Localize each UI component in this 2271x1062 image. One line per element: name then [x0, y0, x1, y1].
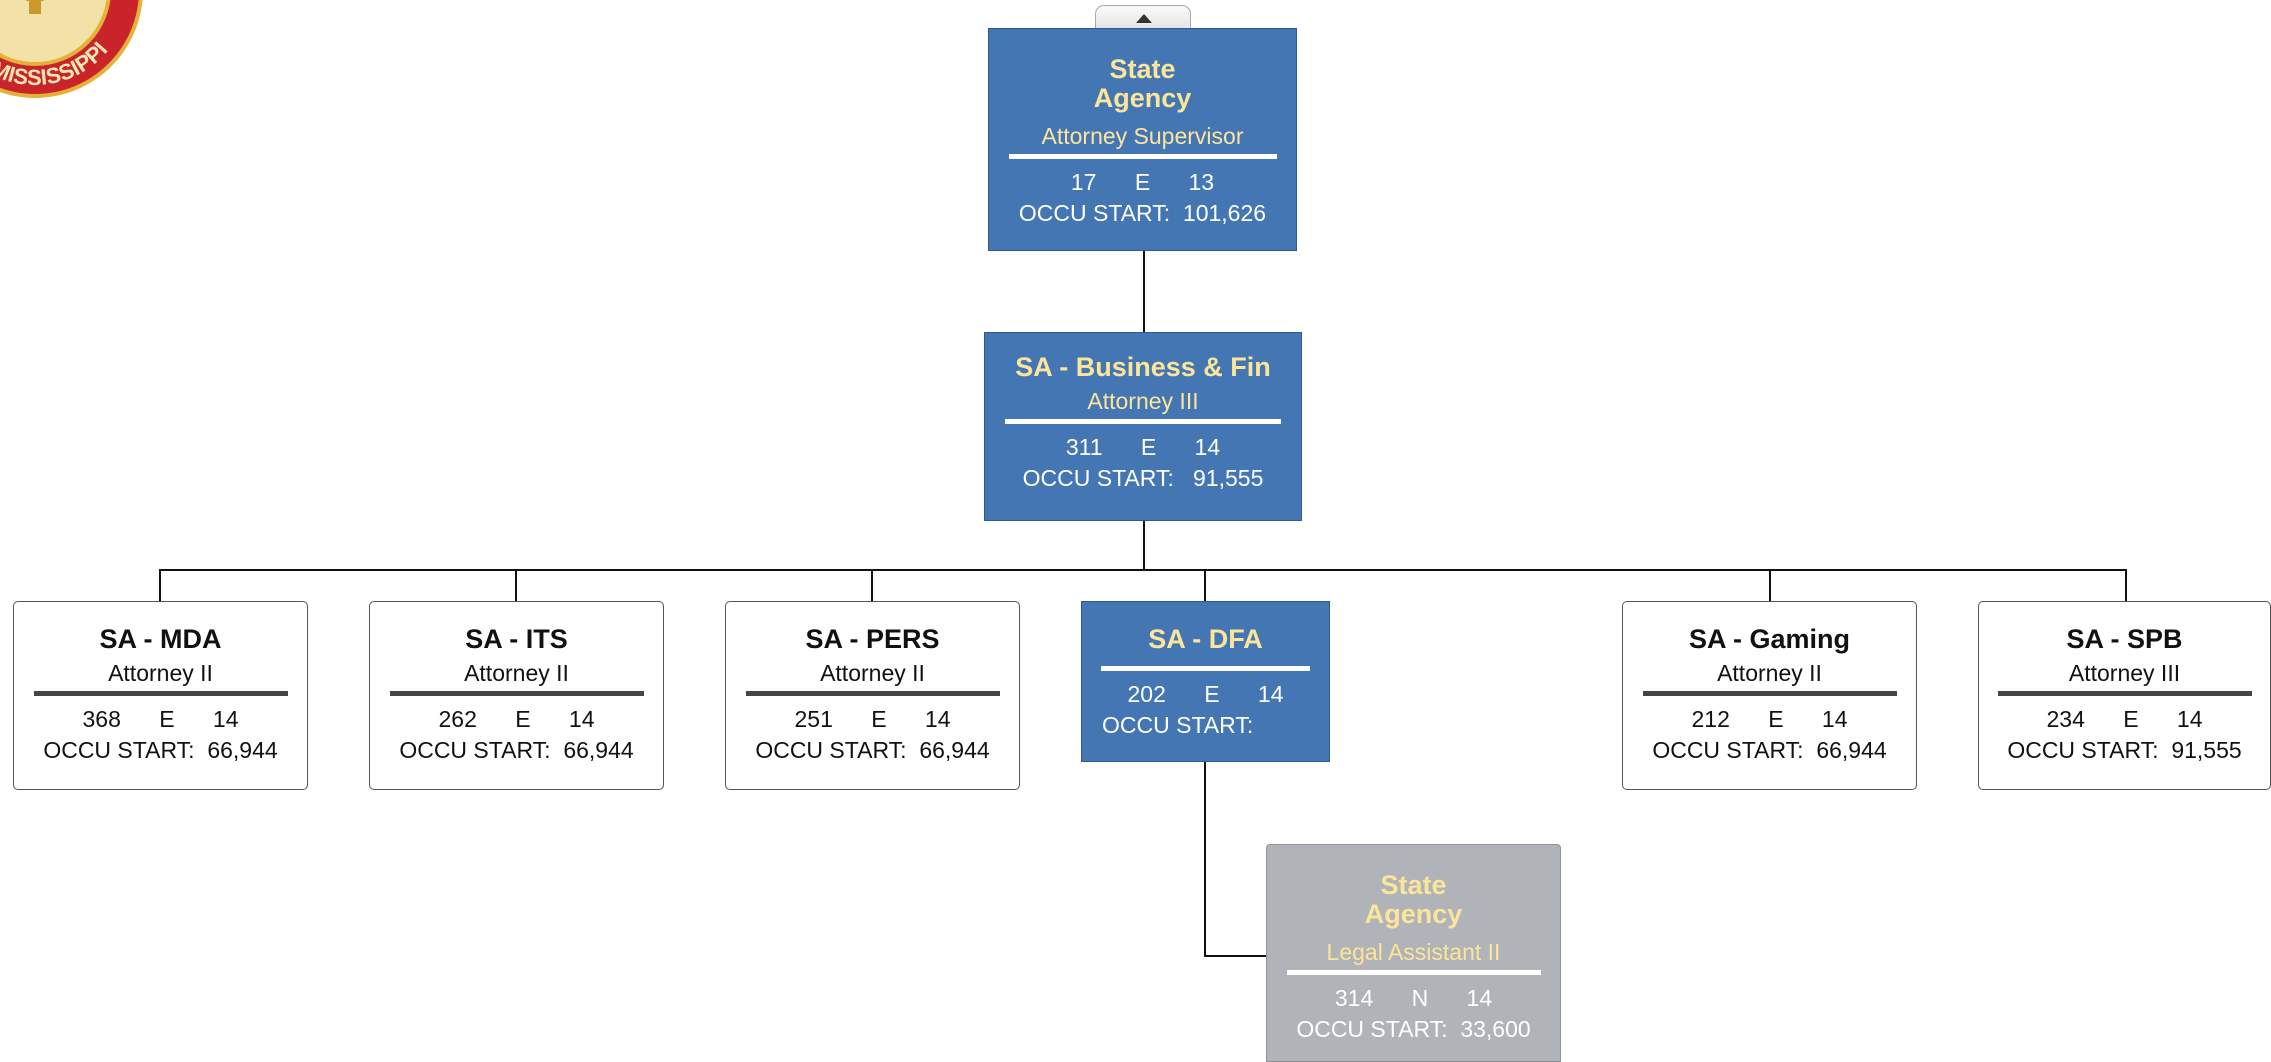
connector-line [1204, 761, 1206, 957]
node-stats: 202 E 14 [1127, 681, 1284, 707]
org-node-state-agency-legal-assistant[interactable]: State Agency Legal Assistant II 314 N 14… [1266, 844, 1561, 1062]
node-stats: 234 E 14 [2046, 706, 2203, 732]
node-title: Attorney III [2068, 660, 2181, 686]
org-node-dfa[interactable]: SA - DFA 202 E 14 OCCU START: [1081, 601, 1330, 762]
connector-line [1143, 520, 1145, 570]
node-name: SA - Business & Fin [1015, 352, 1271, 382]
node-title: Attorney III [1087, 388, 1199, 414]
org-node-gaming[interactable]: SA - Gaming Attorney II 212 E 14 OCCU ST… [1622, 601, 1917, 790]
state-seal-logo: OF MISSISSIPPI [0, 0, 143, 98]
node-name: State Agency [1364, 870, 1463, 929]
org-node-pers[interactable]: SA - PERS Attorney II 251 E 14 OCCU STAR… [725, 601, 1020, 790]
node-stats: 311 E 14 [1065, 434, 1221, 460]
node-name: SA - SPB [2066, 624, 2183, 654]
node-name: SA - DFA [1148, 624, 1263, 654]
node-occu-start: OCCU START: 66,944 [755, 737, 990, 763]
org-node-business-fin[interactable]: SA - Business & Fin Attorney III 311 E 1… [984, 332, 1302, 521]
node-title: Legal Assistant II [1326, 939, 1501, 965]
connector-line [159, 569, 161, 602]
node-name: SA - Gaming [1688, 624, 1850, 654]
node-divider [1642, 691, 1897, 696]
node-occu-start: OCCU START: 33,600 [1296, 1016, 1531, 1042]
node-divider [33, 691, 288, 696]
node-name: SA - MDA [99, 624, 222, 654]
node-occu-start: OCCU START: [1102, 712, 1254, 738]
node-title: Attorney II [820, 660, 925, 686]
node-name: State Agency [1093, 54, 1192, 113]
node-stats: 368 E 14 [82, 706, 239, 732]
connector-line [1769, 569, 1771, 602]
connector-line [159, 569, 2127, 571]
node-occu-start: OCCU START: 91,555 [1022, 465, 1264, 491]
node-divider [1101, 666, 1310, 671]
collapse-tab-button[interactable] [1095, 5, 1191, 31]
node-name: SA - ITS [465, 624, 568, 654]
org-node-spb[interactable]: SA - SPB Attorney III 234 E 14 OCCU STAR… [1978, 601, 2271, 790]
node-title: Attorney Supervisor [1041, 123, 1244, 149]
connector-line [871, 569, 873, 602]
node-stats: 262 E 14 [438, 706, 595, 732]
node-divider [745, 691, 1000, 696]
connector-line [515, 569, 517, 602]
node-stats: 251 E 14 [794, 706, 951, 732]
org-node-state-agency-supervisor[interactable]: State Agency Attorney Supervisor 17 E 13… [988, 28, 1297, 251]
node-divider [1997, 691, 2252, 696]
node-occu-start: OCCU START: 101,626 [1018, 200, 1267, 226]
node-divider [389, 691, 644, 696]
node-name: SA - PERS [805, 624, 940, 654]
node-occu-start: OCCU START: 66,944 [1652, 737, 1887, 763]
node-stats: 314 N 14 [1334, 985, 1493, 1011]
node-divider [1005, 419, 1281, 424]
node-stats: 212 E 14 [1691, 706, 1848, 732]
node-occu-start: OCCU START: 66,944 [399, 737, 634, 763]
node-occu-start: OCCU START: 91,555 [2007, 737, 2242, 763]
node-divider [1286, 970, 1541, 975]
node-divider [1009, 154, 1277, 159]
org-node-its[interactable]: SA - ITS Attorney II 262 E 14 OCCU START… [369, 601, 664, 790]
caret-up-icon [1136, 14, 1152, 23]
node-stats: 17 E 13 [1070, 169, 1215, 195]
node-title: Attorney II [1717, 660, 1822, 686]
node-title: Attorney II [108, 660, 213, 686]
node-title: Attorney II [464, 660, 569, 686]
node-occu-start: OCCU START: 66,944 [43, 737, 278, 763]
connector-line [2125, 569, 2127, 602]
org-node-mda[interactable]: SA - MDA Attorney II 368 E 14 OCCU START… [13, 601, 308, 790]
connector-line [1143, 250, 1145, 333]
connector-line [1204, 955, 1266, 957]
connector-line [1204, 569, 1206, 602]
